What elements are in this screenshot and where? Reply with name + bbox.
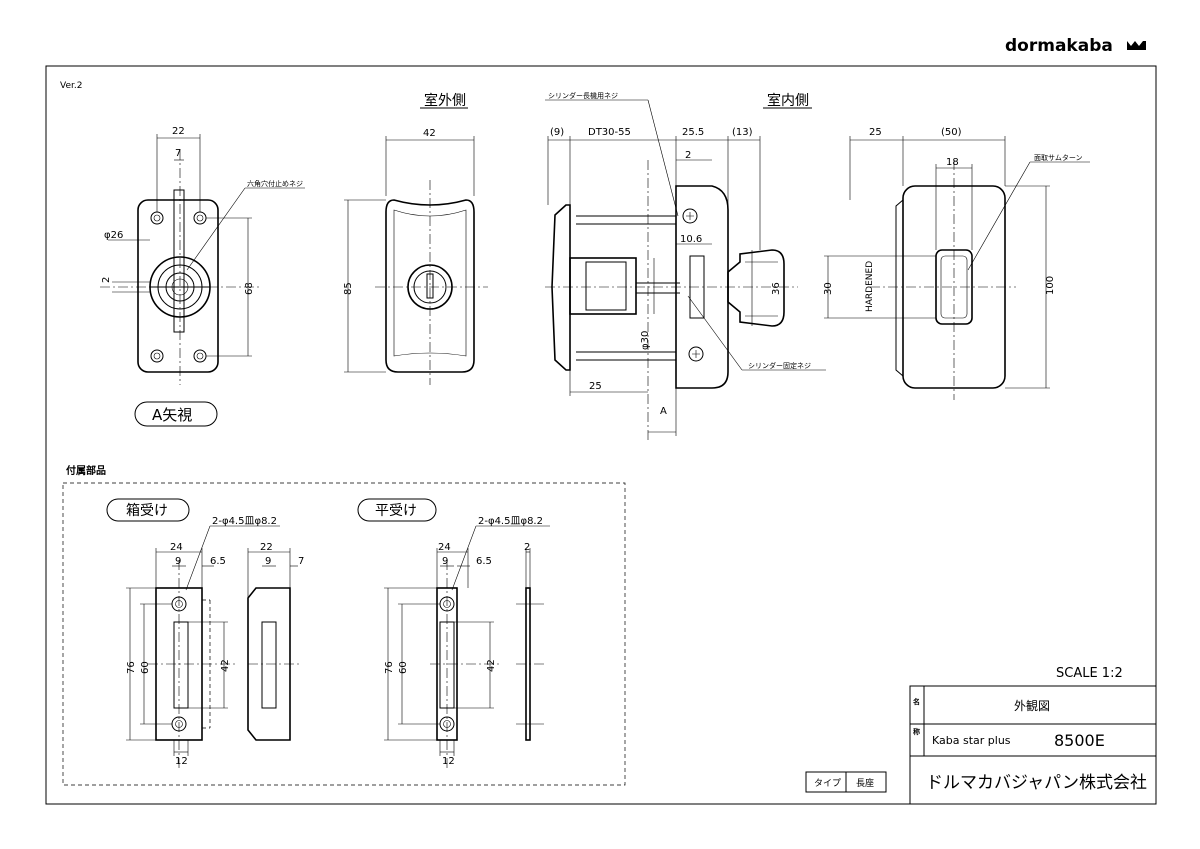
side-dim-dt: DT30-55 [588, 127, 631, 138]
box-dim-60: 60 [140, 661, 151, 674]
box-dim-9: 9 [175, 556, 181, 567]
box-hole-spec: 2-φ4.5皿φ8.2 [212, 516, 277, 527]
interior-view: HARDENED 25 (50) 18 30 100 面取サムターン [823, 127, 1090, 400]
name-label: 名 [913, 697, 920, 706]
thumbturn-note: 面取サムターン [1034, 153, 1083, 162]
version-label: Ver.2 [60, 81, 82, 91]
exterior-view: 室外側 42 85 [343, 92, 488, 385]
product-prefix: Kaba star plus [932, 734, 1011, 747]
side-thumbturn [727, 249, 785, 327]
flat-dim-76: 76 [384, 661, 395, 674]
side-inner-housing [675, 185, 729, 389]
box-dim-7: 7 [298, 556, 304, 567]
length-label: 長座 [856, 777, 874, 789]
side-dim-13: (13) [732, 127, 753, 138]
side-dim-9: (9) [550, 127, 564, 138]
flat-dim-24: 24 [438, 542, 451, 553]
drawing-frame [45, 65, 1157, 805]
a-dim-small: 2 [101, 277, 112, 283]
cyl-long-screw-note: シリンダー長機用ネジ [548, 91, 618, 100]
a-view: 22 7 68 φ26 2 六角穴付止めネジ A矢視 [100, 126, 305, 427]
flat-strike-label: 平受け [375, 503, 417, 519]
box-dim-22: 22 [260, 542, 273, 553]
a-view-slot [173, 189, 185, 333]
brand-logo: dormakaba [1005, 36, 1146, 56]
box-dim-24: 24 [170, 542, 183, 553]
crown-icon [1127, 41, 1146, 50]
a-view-label: A矢視 [152, 406, 192, 424]
exterior-title: 室外側 [424, 92, 466, 109]
ext-dim-width: 42 [423, 128, 436, 139]
box-dim-76: 76 [126, 661, 137, 674]
flat-dim-2: 2 [524, 542, 530, 553]
side-dim-phi30: φ30 [640, 331, 651, 350]
box-dim-65: 6.5 [210, 556, 226, 567]
brand-name: dormakaba [1005, 36, 1113, 56]
flat-dim-60: 60 [398, 661, 409, 674]
side-dim-2: 2 [685, 150, 691, 161]
accessories-frame [62, 482, 626, 786]
product-model: 8500E [1054, 731, 1105, 750]
flat-hole-spec: 2-φ4.5皿φ8.2 [478, 516, 543, 527]
a-dim-slot: 7 [175, 148, 181, 159]
hex-screw-note: 六角穴付止めネジ [247, 179, 303, 188]
accessories-title: 付属部品 [66, 464, 106, 477]
side-dim-36: 36 [771, 282, 782, 295]
side-dim-106: 10.6 [680, 234, 702, 245]
a-dim-pitch: 68 [244, 282, 255, 295]
drawing-name: 外観図 [1014, 699, 1050, 713]
flat-strike: 平受け 24 9 6.5 2-φ4.5皿φ8.2 76 60 42 12 [357, 498, 550, 770]
int-dim-18: 18 [946, 157, 959, 168]
side-cylinder [569, 257, 637, 315]
box-strike-label: 箱受け [126, 503, 168, 519]
int-dim-50: (50) [941, 127, 962, 138]
flat-dim-12: 12 [442, 756, 455, 767]
box-strike: 箱受け 24 9 6.5 2-φ4.5皿φ8.2 76 60 42 [106, 498, 304, 770]
box-dim-12: 12 [175, 756, 188, 767]
interior-title: 室内側 [767, 92, 809, 109]
int-dim-30: 30 [823, 282, 834, 295]
type-label: タイプ [814, 778, 841, 789]
flat-dim-65: 6.5 [476, 556, 492, 567]
side-section: 室内側 (9) DT30-55 25.5 [545, 91, 826, 440]
box-dim-42: 42 [220, 659, 231, 672]
title-label: 称 [913, 727, 920, 736]
section-mark: A [660, 406, 667, 417]
int-dim-25: 25 [869, 127, 882, 138]
exterior-escutcheon [385, 199, 475, 373]
title-block: SCALE 1:2 名 外観図 称 Kaba star plus 8500E ド… [805, 666, 1157, 805]
side-dim-255: 25.5 [682, 127, 704, 138]
a-view-badge [134, 401, 218, 427]
flat-dim-9: 9 [442, 556, 448, 567]
scale-label: SCALE 1:2 [1056, 666, 1123, 681]
flat-dim-42: 42 [486, 659, 497, 672]
a-dim-dia: φ26 [104, 230, 123, 241]
a-view-plate [137, 199, 219, 373]
cyl-fix-screw-note: シリンダー固定ネジ [748, 361, 811, 370]
side-dim-25: 25 [589, 381, 602, 392]
box-side-dim-9: 9 [265, 556, 271, 567]
int-dim-100: 100 [1045, 276, 1056, 295]
hardened-label: HARDENED [865, 261, 875, 312]
ext-dim-height: 85 [343, 282, 354, 295]
a-dim-width: 22 [172, 126, 185, 137]
company-name: ドルマカバジャパン株式会社 [926, 773, 1147, 793]
